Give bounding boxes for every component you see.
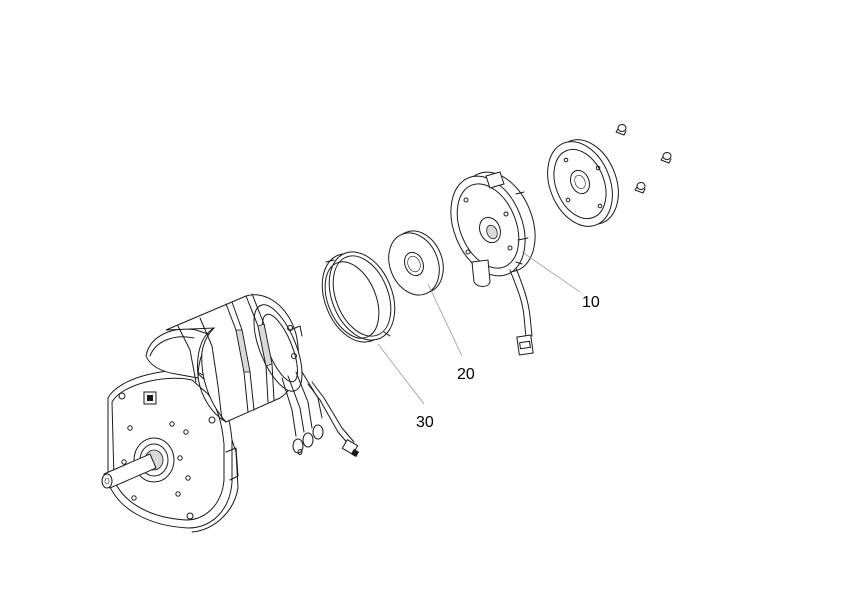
part-30-brake-ring xyxy=(321,251,396,343)
leader-30 xyxy=(377,343,425,405)
fixing-screws xyxy=(615,124,672,194)
screw-top xyxy=(615,124,627,136)
callout-30: 30 xyxy=(416,414,434,431)
gearbox-housing xyxy=(101,369,239,533)
brake-cover-plate xyxy=(547,139,619,227)
part-20-friction-disc xyxy=(388,230,444,296)
motor-lead-wires xyxy=(281,371,360,458)
callout-20: 20 xyxy=(457,366,475,383)
screw-middle xyxy=(634,182,646,194)
leader-10 xyxy=(521,251,581,293)
leader-20 xyxy=(427,283,463,357)
part-10-brake-assembly xyxy=(450,171,536,356)
screw-right xyxy=(660,152,672,164)
motor-body xyxy=(145,293,303,423)
callout-10: 10 xyxy=(582,294,600,311)
leader-lines xyxy=(377,251,581,405)
